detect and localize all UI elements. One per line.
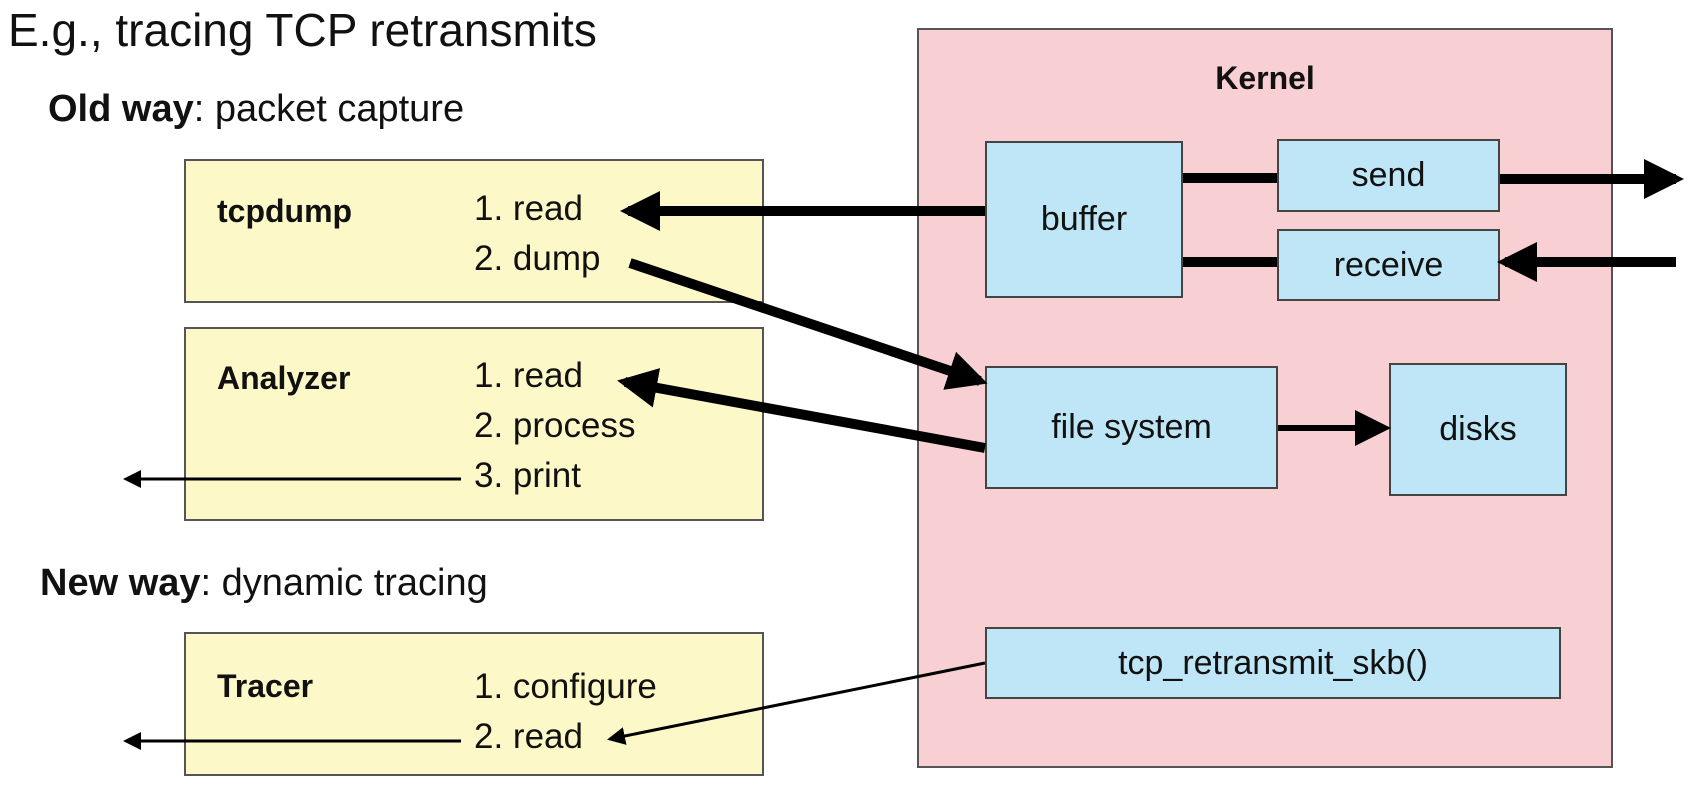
arrow-probe-to-tracer-read xyxy=(607,661,986,745)
tcpdump-name: tcpdump xyxy=(217,193,353,229)
probe-label: tcp_retransmit_skb() xyxy=(1118,643,1428,682)
buffer-label: buffer xyxy=(1040,200,1128,238)
send-box: send xyxy=(1277,139,1500,212)
analyzer-step-process: 2. process xyxy=(474,406,636,445)
page-title: E.g., tracing TCP retransmits xyxy=(8,4,597,56)
analyzer-box xyxy=(184,327,764,521)
tracer-step-configure: 1. configure xyxy=(474,667,657,706)
old-way-heading: Old way: packet capture xyxy=(48,86,464,132)
old-way-label: Old way xyxy=(48,88,194,130)
probe-box: tcp_retransmit_skb() xyxy=(985,627,1561,699)
file-system-label: file system xyxy=(1051,408,1212,446)
file-system-box: file system xyxy=(985,366,1278,489)
tcpdump-step-dump: 2. dump xyxy=(474,239,601,278)
disks-box: disks xyxy=(1389,363,1567,496)
buffer-box: buffer xyxy=(985,141,1183,298)
new-way-heading: New way: dynamic tracing xyxy=(40,560,488,606)
new-way-label: New way xyxy=(40,562,201,604)
send-label: send xyxy=(1351,156,1426,194)
arrow-dump-to-file-system xyxy=(628,258,988,390)
kernel-label: Kernel xyxy=(1215,60,1315,96)
analyzer-step-print: 3. print xyxy=(474,456,581,495)
old-way-description: : packet capture xyxy=(193,88,465,130)
tracer-name: Tracer xyxy=(217,668,314,704)
disks-label: disks xyxy=(1439,410,1517,448)
new-way-description: : dynamic tracing xyxy=(200,562,488,604)
analyzer-name: Analyzer xyxy=(217,360,351,396)
tracer-step-read: 2. read xyxy=(474,717,583,756)
tcpdump-step-read: 1. read xyxy=(474,189,583,228)
tracer-box xyxy=(184,632,764,776)
receive-label: receive xyxy=(1333,245,1444,284)
analyzer-step-read: 1. read xyxy=(474,356,583,395)
arrow-file-system-to-analyzer-read xyxy=(617,368,986,453)
